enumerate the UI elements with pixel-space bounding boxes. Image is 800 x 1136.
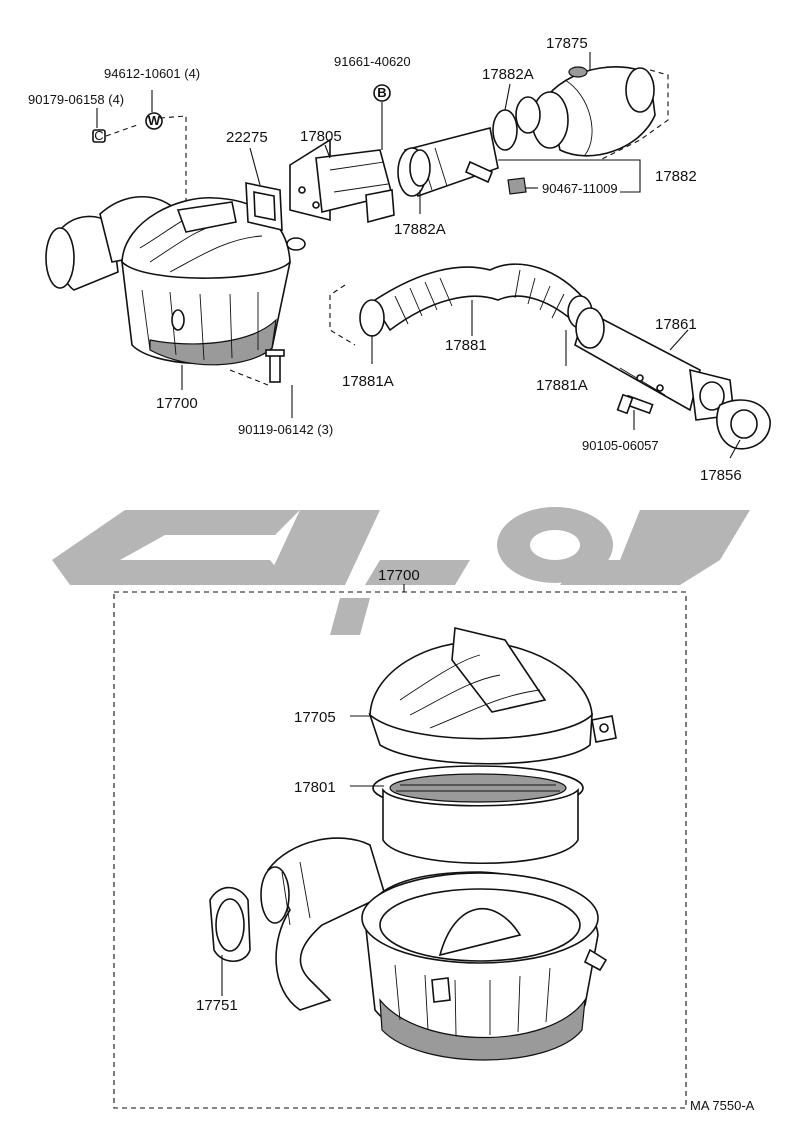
bolt-90105-part	[616, 393, 654, 415]
label-17882: 17882	[655, 168, 697, 185]
label-17805: 17805	[300, 128, 342, 145]
lid-17705-part	[368, 627, 617, 765]
label-17881: 17881	[445, 337, 487, 354]
hose-17881-part	[359, 263, 593, 337]
bolt-90119-part	[265, 349, 285, 383]
label-90179-06158: 90179-06158 (4)	[28, 92, 124, 107]
label-17882a-top: 17882A	[482, 66, 534, 83]
label-17700-box: 17700	[378, 567, 420, 584]
label-94612-10601: 94612-10601 (4)	[104, 66, 200, 81]
label-90119-06142: 90119-06142 (3)	[238, 422, 333, 437]
filter-17801-part	[372, 765, 584, 865]
symbol-b: B	[377, 85, 386, 100]
label-90467-11009: 90467-11009	[542, 181, 618, 196]
cap-17875-part	[515, 66, 656, 157]
leader-lines-top	[96, 52, 741, 459]
label-17861: 17861	[655, 316, 697, 333]
label-17751: 17751	[196, 997, 238, 1014]
gasket-22275-part	[245, 182, 283, 232]
clip-90179-part: C	[92, 128, 106, 143]
label-17801: 17801	[294, 779, 336, 796]
symbol-w: W	[148, 113, 161, 128]
label-91661-40620: 91661-40620	[334, 54, 411, 69]
label-17882a-mid: 17882A	[394, 221, 446, 238]
hose-17882-part	[397, 109, 518, 198]
label-17856: 17856	[700, 467, 742, 484]
exploded-view-frame	[113, 584, 687, 1109]
diagram-reference-code: MA 7550-A	[690, 1098, 755, 1113]
washer-94612-part: W	[145, 112, 163, 130]
symbol-c: C	[94, 128, 103, 143]
label-17705: 17705	[294, 709, 336, 726]
label-22275: 22275	[226, 129, 268, 146]
seal-17751-part	[209, 886, 251, 963]
gasket-17856-part	[716, 399, 771, 450]
leader-lines-bottom	[221, 715, 384, 996]
label-17700-top: 17700	[156, 395, 198, 412]
case-17700-part	[260, 837, 608, 1061]
bolt-91661-part: B	[373, 84, 391, 102]
label-17881a-left: 17881A	[342, 373, 394, 390]
label-90105-06057: 90105-06057	[582, 438, 659, 453]
label-17881a-right: 17881A	[536, 377, 588, 394]
pipe-17805-part	[289, 138, 395, 224]
label-17875: 17875	[546, 35, 588, 52]
watermark-logo	[52, 507, 750, 635]
clamp-90467-part	[507, 177, 527, 195]
